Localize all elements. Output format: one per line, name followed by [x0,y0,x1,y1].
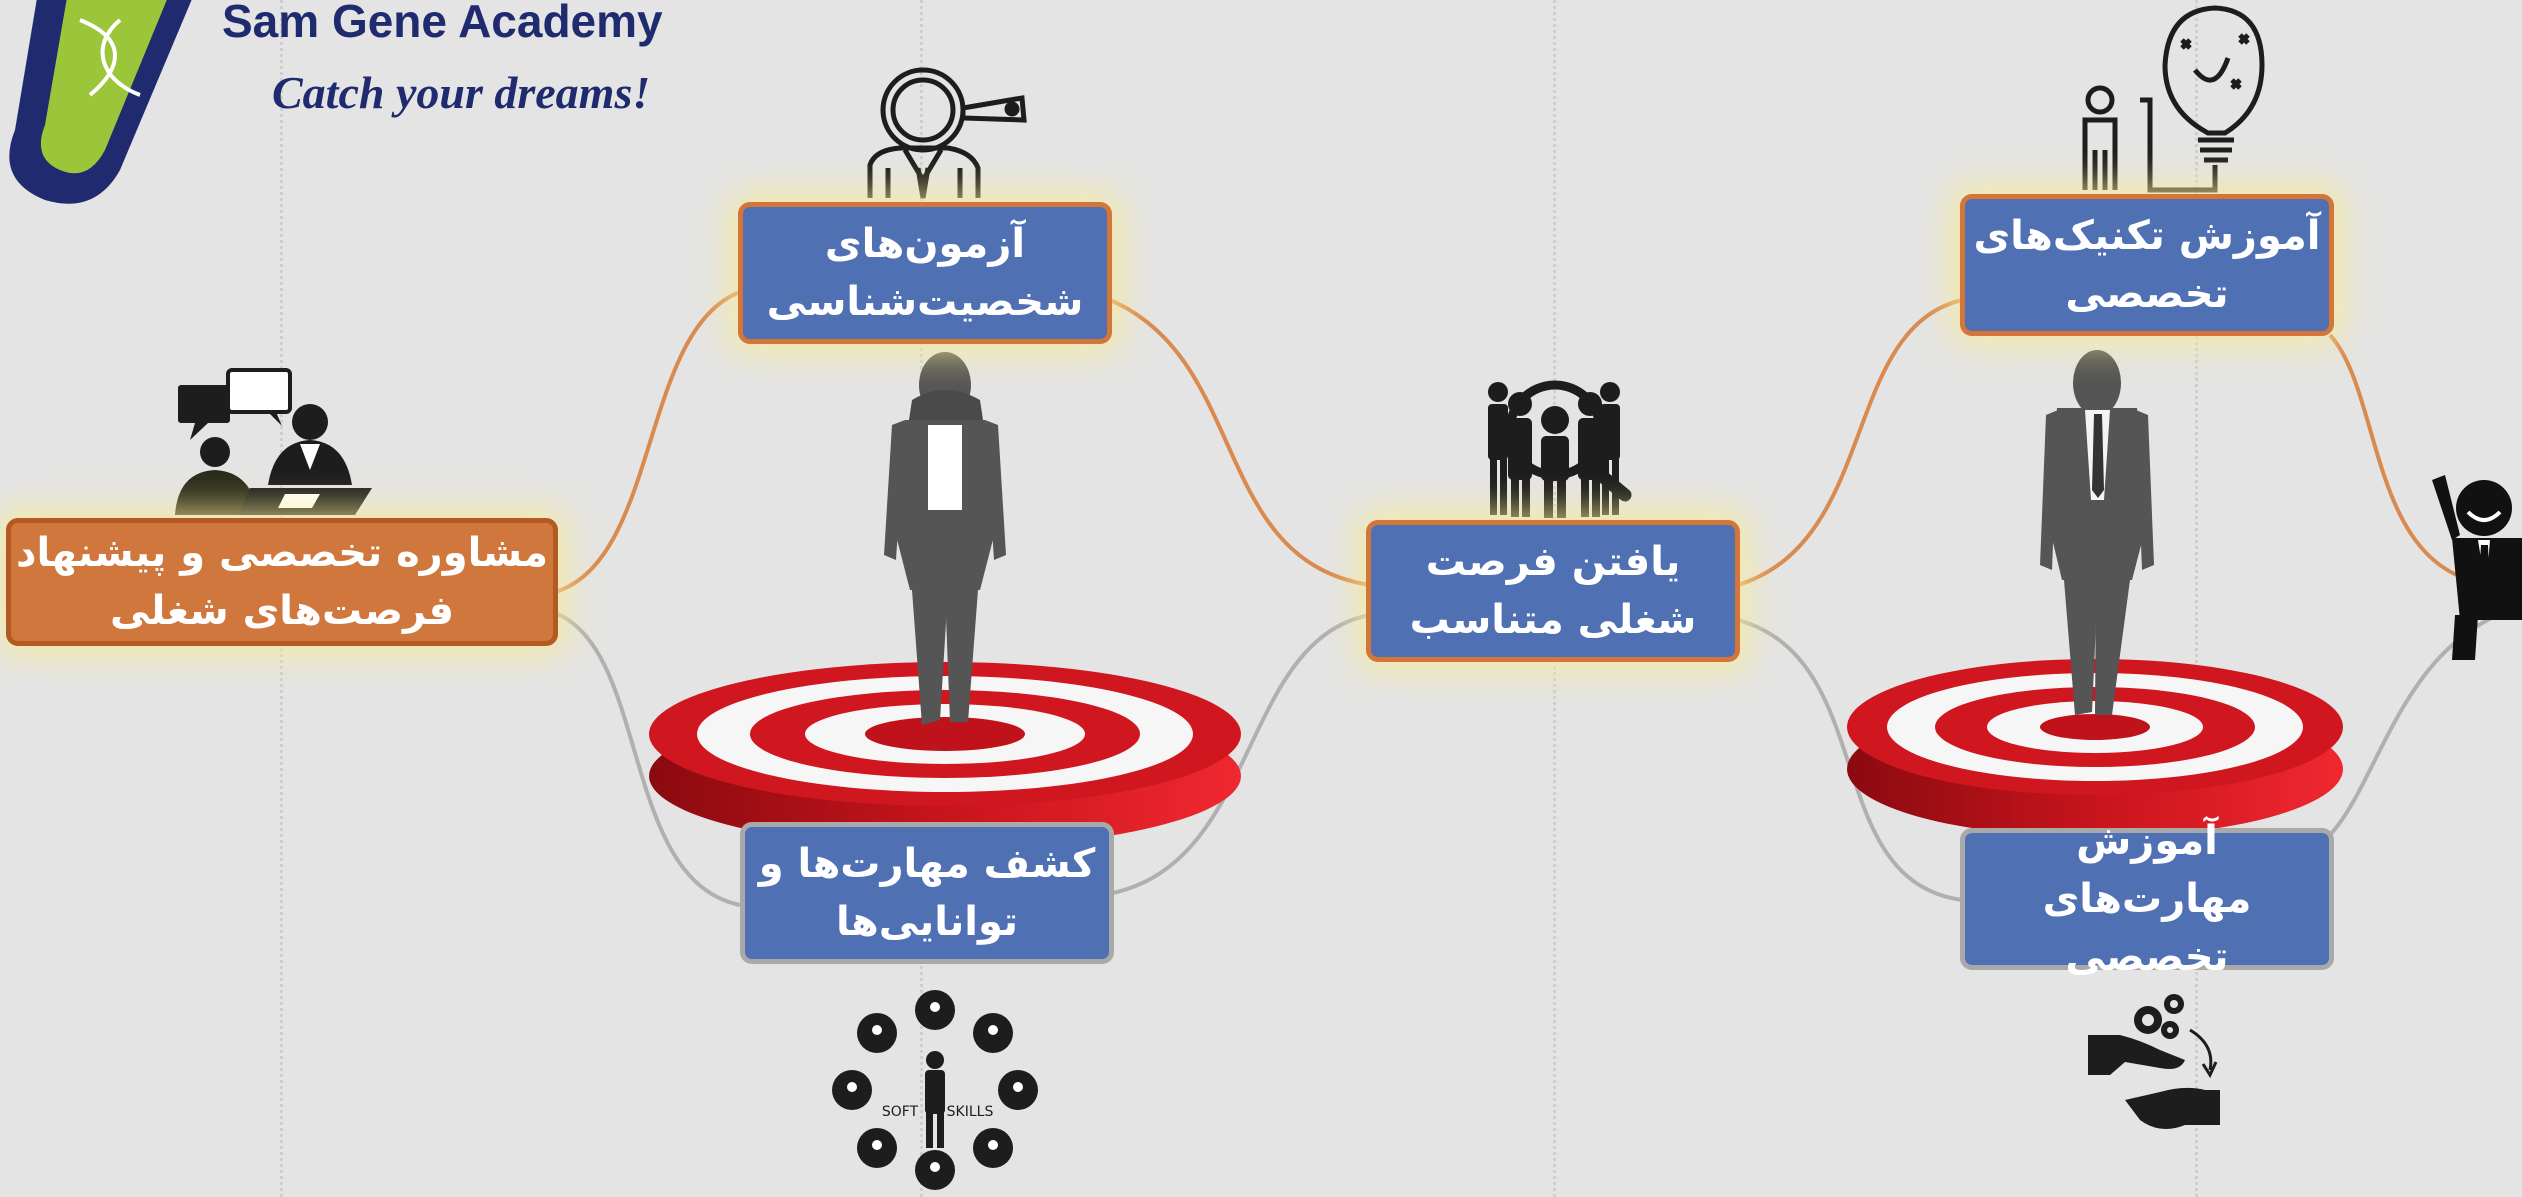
skill-transfer-icon [2088,994,2220,1129]
brand-name: Sam Gene Academy [222,0,663,47]
guide-line [2195,0,2198,1197]
businessman-icon [2040,350,2154,715]
skills-discovery-icon: SOFT SKILLS [832,990,1038,1190]
connector-lines [554,290,2511,907]
connector-job-to-techniques [1737,298,1963,587]
step-job-matching: یافتن فرصت شغلی متناسب [1366,520,1740,662]
connector-counseling-to-personality [554,290,741,594]
connector-skills-to-job [1112,613,1371,895]
step-specialized-skills: آموزش مهارت‌های تخصصی [1960,818,2334,980]
job-search-icon [1488,380,1632,518]
step-skills-discovery: کشف مهارت‌ها و توانایی‌ها [740,822,1114,964]
step-career-counseling: مشاوره تخصصی و پیشنهاد فرصت‌های شغلی [6,518,558,646]
target-icon [1847,659,2343,837]
step-personality-tests: آزمون‌های شخصیت‌شناسی [738,202,1112,344]
soft-skills-label-right: SKILLS [947,1104,994,1120]
celebrating-person-icon [2432,475,2522,660]
personality-test-icon [867,67,1027,199]
target-icon [649,662,1241,848]
idea-lightbulb-icon [2082,5,2265,193]
dna-tube-logo [9,0,192,204]
soft-skills-label-left: SOFT [882,1104,919,1120]
businesswoman-icon [884,352,1006,725]
connector-counseling-to-skills [554,611,741,907]
connector-specialized-skills-to-goal [2328,608,2511,837]
brand-slogan: Catch your dreams! [272,67,651,118]
counseling-meeting-icon [175,368,372,515]
step-specialized-techniques: آموزش تکنیک‌های تخصصی [1960,194,2334,336]
connector-techniques-to-goal [2328,333,2471,582]
connector-personality-to-job [1109,298,1371,587]
